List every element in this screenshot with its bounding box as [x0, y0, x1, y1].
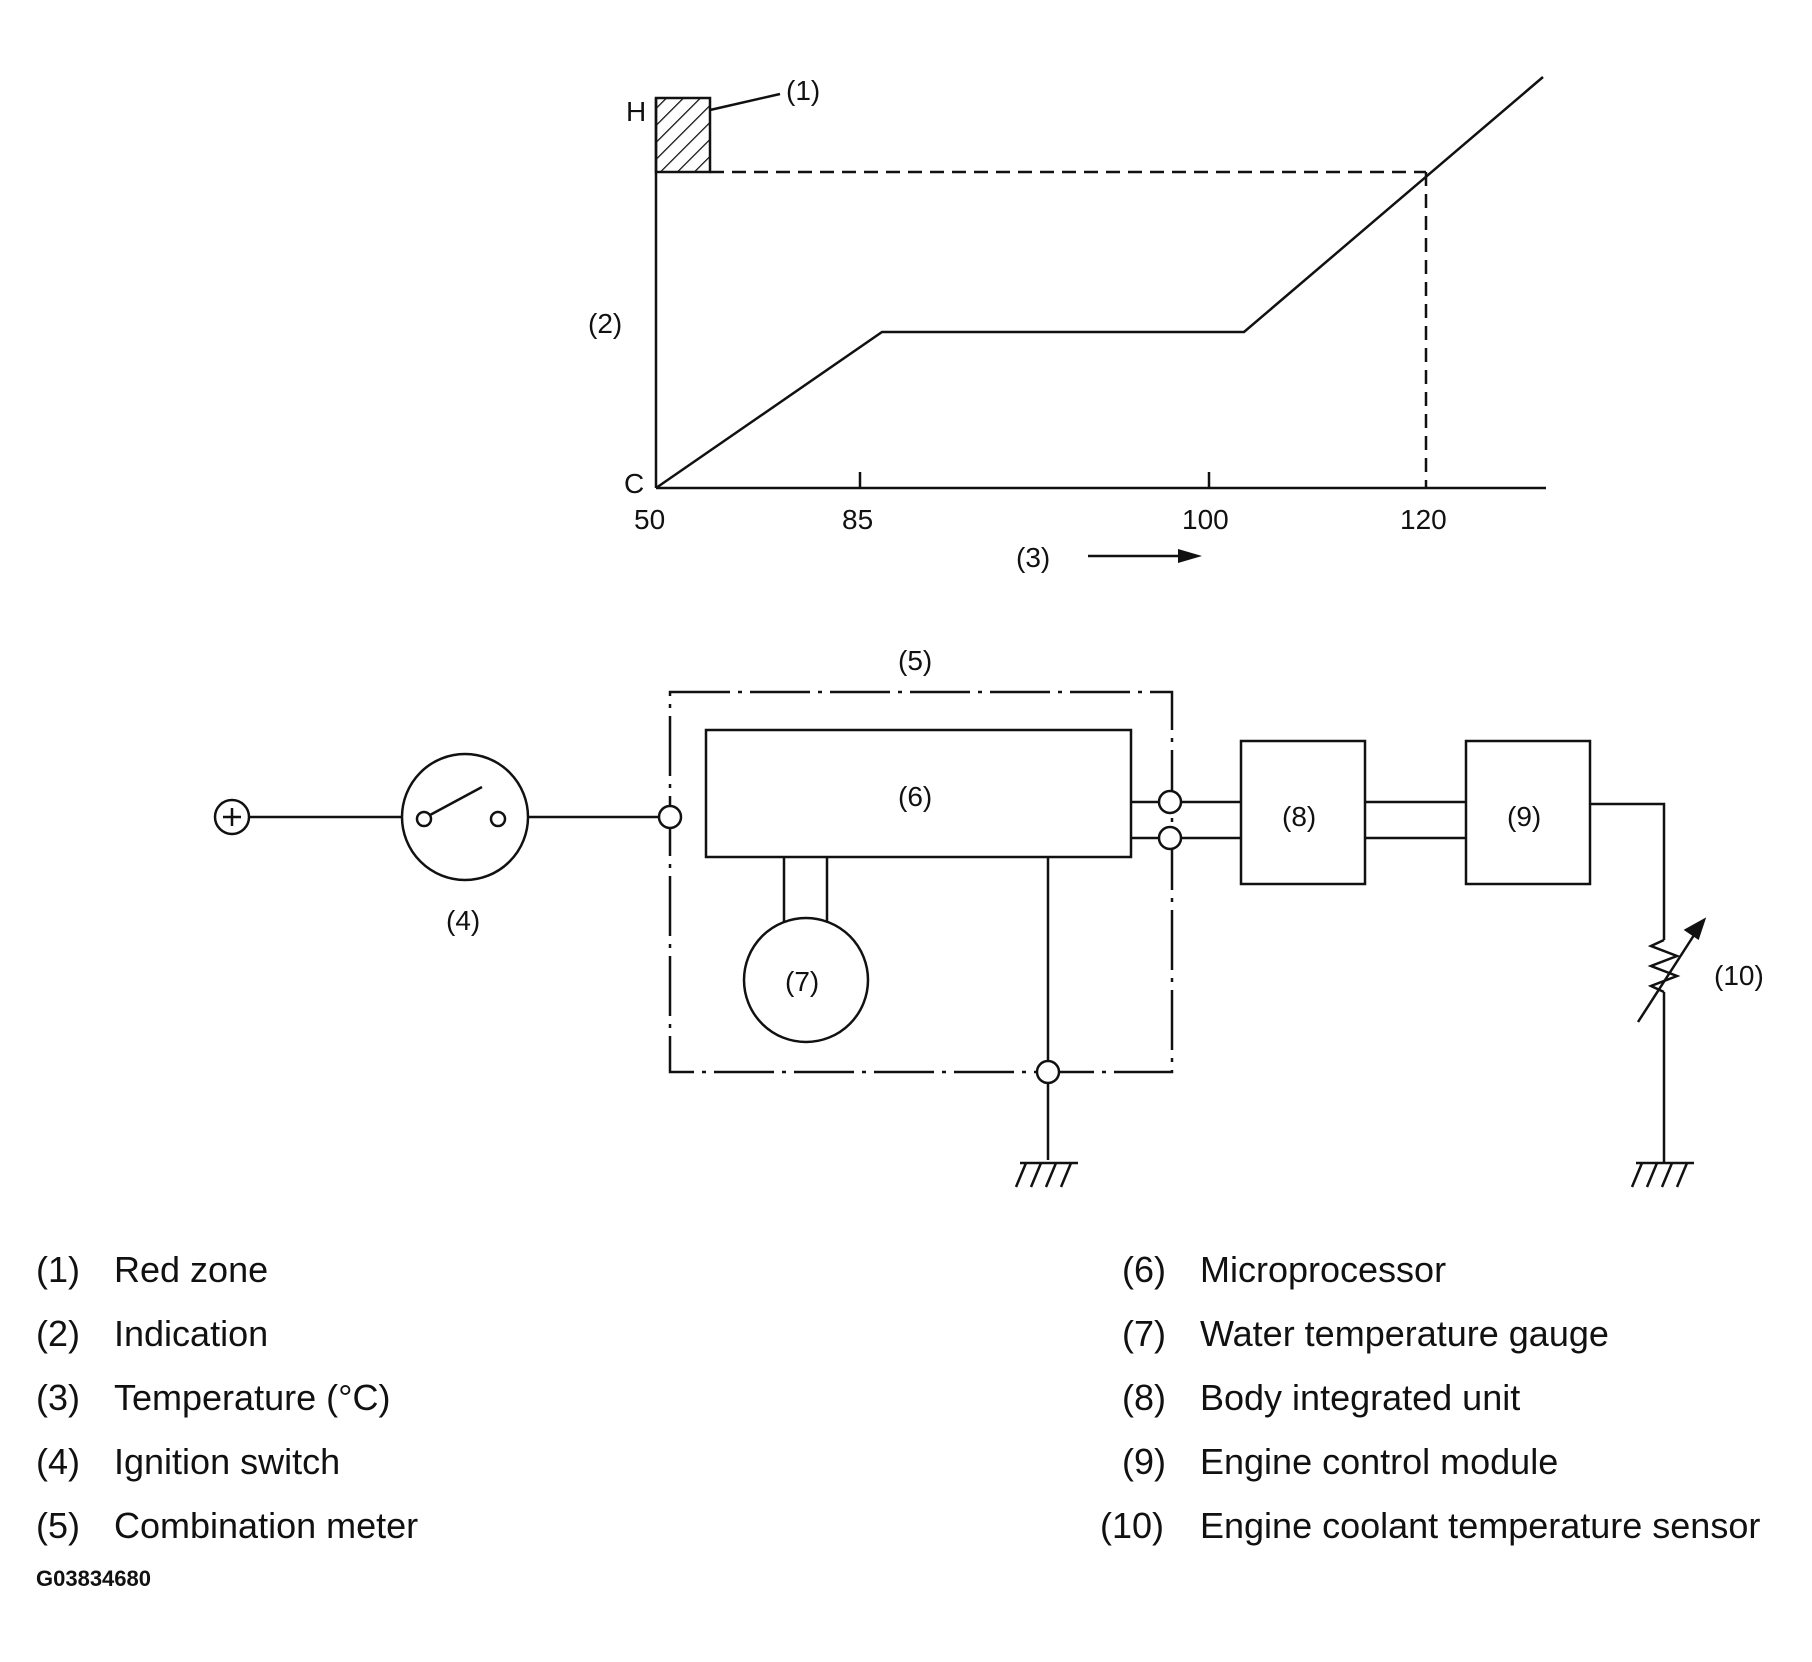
body-integrated-unit-box [1239, 739, 1367, 886]
ground-hatch-left-2 [1029, 1162, 1043, 1188]
circuit-diagram [213, 690, 1707, 1188]
legend-text: Engine coolant temperature sensor [1200, 1505, 1761, 1546]
indication-curve [655, 76, 1544, 490]
x-tick-label-120: 120 [1400, 504, 1447, 535]
figure-code: G03834680 [36, 1566, 151, 1591]
engine-control-module-box [1464, 739, 1592, 886]
indication-callout: (2) [588, 308, 622, 339]
legend-text: Body integrated unit [1200, 1377, 1521, 1418]
microprocessor-callout: (6) [898, 781, 932, 812]
water-temperature-gauge [742, 916, 870, 1044]
microprocessor-box [704, 728, 1133, 859]
ground-hatch-right-2 [1645, 1162, 1659, 1188]
body-integrated-unit-callout: (8) [1282, 801, 1316, 832]
meter-input-connector [657, 804, 683, 830]
coolant-sensor-resistor [1647, 938, 1681, 994]
engine-control-module-callout: (9) [1507, 801, 1541, 832]
coolant-sensor-variable-arrow [1636, 931, 1698, 1023]
switch-contact-right [489, 810, 507, 828]
legend-text: Engine control module [1200, 1441, 1559, 1482]
temperature-indication-graph [654, 76, 1546, 563]
ground-hatch-left-3 [1044, 1162, 1058, 1188]
meter-output-connector-upper [1157, 789, 1183, 815]
combination-meter-callout: (5) [898, 645, 932, 676]
temperature-arrow-head [1178, 549, 1202, 563]
ground-hatch-right-3 [1660, 1162, 1674, 1188]
coolant-sensor-arrow-head [1683, 917, 1707, 940]
x-tick-label-100: 100 [1182, 504, 1229, 535]
ground-hatch-left-1 [1014, 1162, 1028, 1188]
y-axis-top-label: H [626, 96, 646, 127]
combination-meter-outline [668, 690, 1174, 1074]
legend-text: Ignition switch [114, 1441, 341, 1482]
legend-number: (8) [1122, 1377, 1166, 1418]
legend-number: (4) [36, 1441, 80, 1482]
legend-text: Indication [114, 1313, 269, 1354]
x-tick-label-50: 50 [634, 504, 665, 535]
legend-text: Red zone [114, 1249, 269, 1290]
switch-blade [429, 785, 483, 817]
legend-number: (6) [1122, 1249, 1166, 1290]
red-zone-box [654, 96, 712, 174]
legend-text: Microprocessor [1200, 1249, 1447, 1290]
x-tick-label-85: 85 [842, 504, 873, 535]
legend-number: (3) [36, 1377, 80, 1418]
ground-hatch-right-1 [1630, 1162, 1644, 1188]
legend-text: Combination meter [114, 1505, 419, 1546]
legend-number: (9) [1122, 1441, 1166, 1482]
legend-number: (1) [36, 1249, 80, 1290]
legend-number: (7) [1122, 1313, 1166, 1354]
legend-text: Temperature (°C) [114, 1377, 391, 1418]
meter-output-connector-lower [1157, 825, 1183, 851]
legend-number: (2) [36, 1313, 80, 1354]
red-zone-callout: (1) [786, 75, 820, 106]
wire-ecm-to-sensor [1590, 802, 1666, 940]
y-axis-bottom-label: C [624, 468, 644, 499]
ground-hatch-left-4 [1059, 1162, 1073, 1188]
red-zone-leader [709, 92, 781, 112]
coolant-sensor-callout: (10) [1714, 960, 1764, 991]
switch-contact-left [415, 810, 433, 828]
temperature-callout: (3) [1016, 542, 1050, 573]
ground-hatch-right-4 [1675, 1162, 1689, 1188]
legend-text: Water temperature gauge [1200, 1313, 1609, 1354]
legend-number: (5) [36, 1505, 80, 1546]
water-temperature-gauge-callout: (7) [785, 966, 819, 997]
legend-number: (10) [1100, 1505, 1165, 1546]
ignition-switch-callout: (4) [446, 905, 480, 936]
meter-ground-connector [1035, 1059, 1061, 1085]
